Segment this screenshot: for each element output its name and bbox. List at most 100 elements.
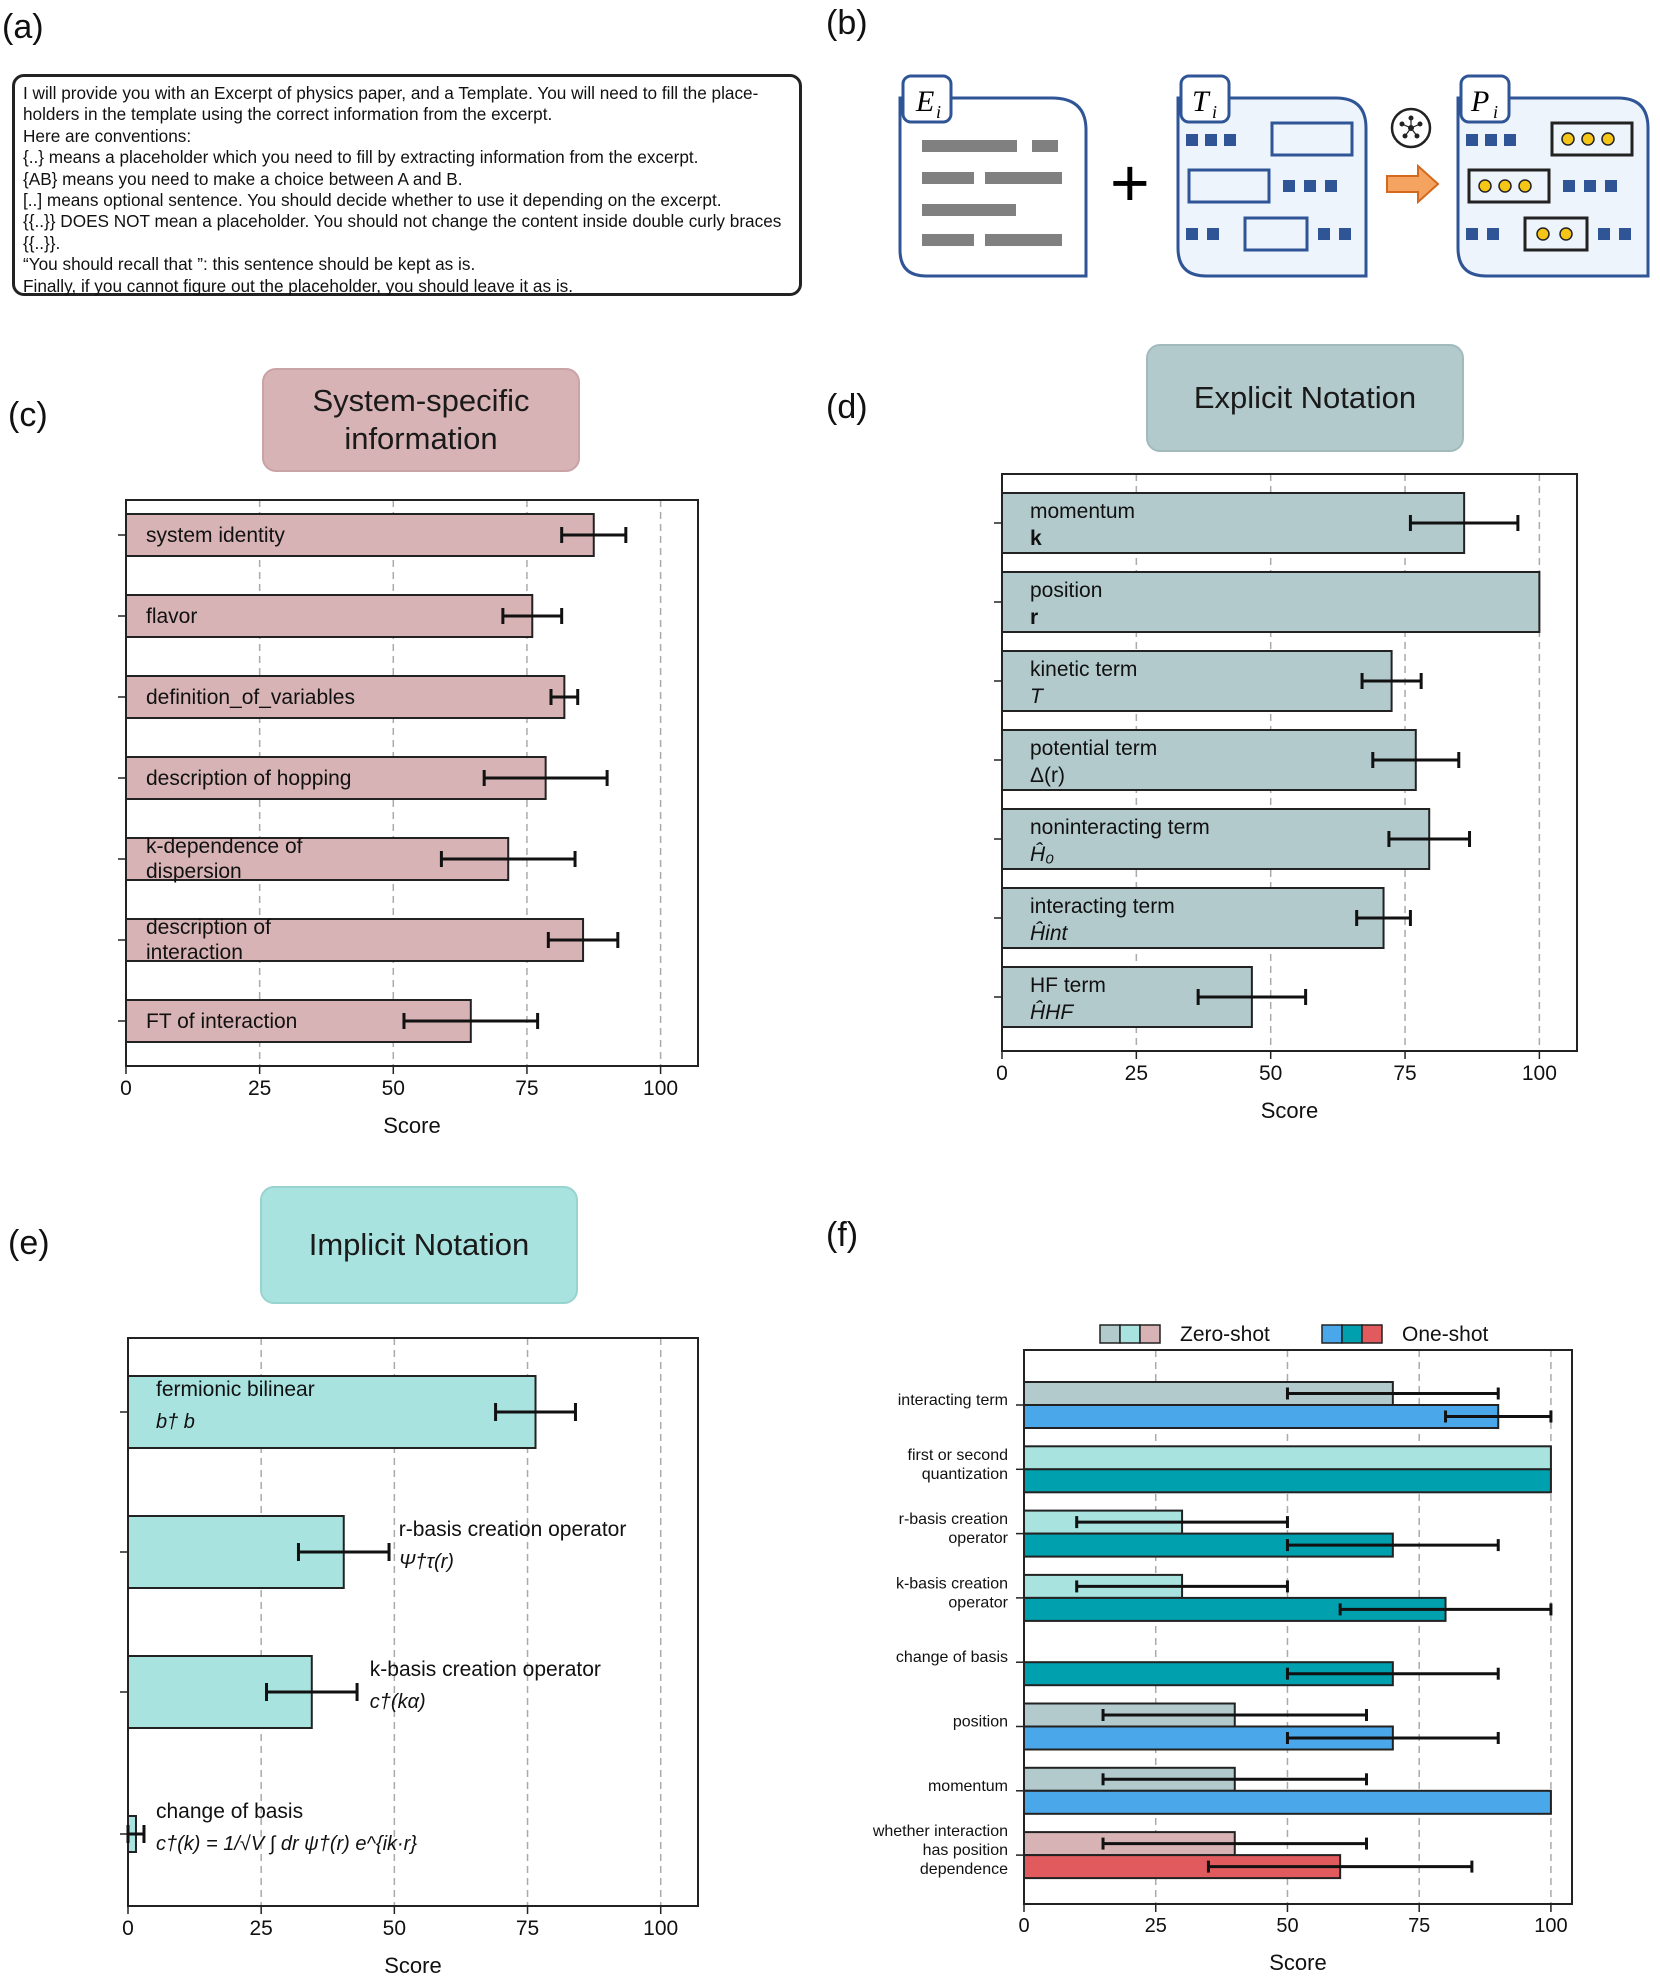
d-bar <box>1001 808 1431 870</box>
f-bar-zero-shot <box>1023 1766 1236 1792</box>
f-bar-one-shot <box>1023 1725 1394 1751</box>
f-x-axis-label: Score <box>1269 1950 1326 1975</box>
prompt-line: {{..}}. <box>23 232 61 253</box>
f-bar-zero-shot <box>1023 1573 1184 1599</box>
panel-label-c: (c) <box>8 396 48 434</box>
f-legend-swatch <box>1361 1324 1383 1344</box>
c-bar-label: description of <box>146 916 271 939</box>
badge-explicit-notation-text: Explicit Notation <box>1193 380 1417 415</box>
panel-label-e: (e) <box>8 1224 50 1262</box>
c-bar-label: system identity <box>146 524 285 547</box>
e-bar-symbol: c†(k) = 1/√V ∫ dr ψ†(r) e^{ik·r} <box>156 1833 417 1855</box>
c-x-tick-label: 25 <box>248 1077 271 1100</box>
f-bar-zero-shot <box>1023 1831 1236 1857</box>
prompt-document-icon: P i <box>1456 74 1650 278</box>
e-bar-symbol: b† b <box>156 1411 195 1433</box>
e-x-tick-label: 25 <box>249 1917 272 1940</box>
prompt-line: {{..}} DOES NOT mean a placeholder. You … <box>23 211 782 232</box>
d-bar-label: position <box>1030 579 1102 602</box>
d-bar-label: potential term <box>1030 737 1157 760</box>
badge-implicit-notation: Implicit Notation <box>260 1186 578 1304</box>
c-bar <box>125 513 595 557</box>
f-bar-one-shot <box>1023 1404 1500 1429</box>
d-bar-label: kinetic term <box>1030 658 1137 681</box>
f-category-label: r-basis creation <box>899 1511 1008 1528</box>
d-bar <box>1001 887 1385 949</box>
d-bar-label: HF term <box>1030 974 1106 997</box>
e-bar-symbol: Ψ†τ(r) <box>399 1551 454 1573</box>
prompt-line: Here are conventions: <box>23 125 192 146</box>
prompt-label: P <box>1470 85 1489 118</box>
c-bar-label: FT of interaction <box>146 1010 297 1033</box>
f-category-label: operator <box>948 1530 1008 1547</box>
d-bar <box>1001 650 1393 712</box>
template-subscript: i <box>1212 102 1217 122</box>
f-legend-swatch <box>1321 1324 1343 1344</box>
d-bar <box>1001 729 1417 791</box>
e-x-tick-label: 50 <box>383 1917 406 1940</box>
f-legend-swatch <box>1139 1324 1161 1344</box>
prompt-line: {..} means a placeholder which you need … <box>23 147 699 168</box>
f-category-label: interacting term <box>898 1392 1008 1409</box>
f-legend-swatch <box>1119 1324 1141 1344</box>
d-bar-symbol: Ĥ₀ <box>1030 843 1054 866</box>
e-x-tick-label: 75 <box>516 1917 539 1940</box>
prompt-line: holders in the template using the correc… <box>23 104 553 125</box>
panel-label-a: (a) <box>2 8 44 46</box>
f-category-label: change of basis <box>896 1649 1008 1666</box>
c-plot-frame <box>125 499 699 1067</box>
f-category-label: first or second <box>908 1447 1008 1464</box>
f-bar-one-shot <box>1023 1596 1447 1622</box>
d-bar-symbol: Δ(r) <box>1030 764 1065 787</box>
f-bar-one-shot <box>1023 1854 1342 1880</box>
c-bar <box>125 756 547 800</box>
e-x-tick-label: 0 <box>122 1917 134 1940</box>
f-category-label: k-basis creation <box>896 1575 1008 1592</box>
d-x-tick-label: 100 <box>1522 1062 1557 1085</box>
template-document-icon: T i <box>1176 74 1368 278</box>
f-bar-one-shot <box>1023 1468 1552 1494</box>
prompt-line: {AB} means you need to make a choice bet… <box>23 168 463 189</box>
f-bar-zero-shot <box>1023 1509 1184 1535</box>
f-bar-zero-shot <box>1023 1381 1394 1406</box>
e-bar <box>127 1515 345 1589</box>
prompt-line: [..] means optional sentence. You should… <box>23 190 722 211</box>
prompt-line: I will provide you with an Excerpt of ph… <box>23 83 759 103</box>
d-bar <box>1001 492 1466 554</box>
c-x-tick-label: 75 <box>515 1077 538 1100</box>
excerpt-document-icon: E i <box>898 74 1088 278</box>
panel-label-b: (b) <box>826 4 868 42</box>
workflow-diagram: E i + T i P i <box>898 74 1650 278</box>
e-bar <box>127 1375 537 1449</box>
f-plot-frame <box>1023 1349 1573 1905</box>
f-bar-zero-shot <box>1023 1702 1236 1728</box>
e-bar-symbol: c†(kα) <box>370 1691 426 1713</box>
c-x-axis-label: Score <box>383 1113 440 1138</box>
f-legend-swatch <box>1099 1324 1121 1344</box>
d-bar-symbol: Ĥint <box>1030 922 1069 945</box>
e-bar-label: k-basis creation operator <box>370 1658 601 1681</box>
d-x-axis-label: Score <box>1261 1098 1318 1123</box>
prompt-line: Finally, if you cannot figure out the pl… <box>23 275 574 296</box>
f-legend-swatch <box>1341 1324 1363 1344</box>
d-bar-symbol: k <box>1030 527 1042 550</box>
f-category-label: quantization <box>922 1466 1008 1483</box>
e-bar <box>127 1815 137 1853</box>
panel-label-f: (f) <box>826 1216 859 1254</box>
d-bar-symbol: r <box>1030 606 1038 629</box>
c-bar <box>125 999 472 1043</box>
f-category-label: whether interaction <box>872 1823 1008 1840</box>
f-x-tick-label: 0 <box>1018 1915 1029 1937</box>
f-bar-one-shot <box>1023 1661 1394 1687</box>
c-bar-label: description of hopping <box>146 767 351 790</box>
e-bar-label: fermionic bilinear <box>156 1378 315 1401</box>
f-x-tick-label: 75 <box>1408 1915 1430 1937</box>
c-x-tick-label: 100 <box>643 1077 678 1100</box>
f-category-label: momentum <box>928 1778 1008 1795</box>
e-x-tick-label: 100 <box>643 1917 678 1940</box>
badge-system-specific-text: System-specific information <box>312 383 530 456</box>
d-bar <box>1001 966 1253 1028</box>
c-bar-label: flavor <box>146 605 197 628</box>
f-legend-label: Zero-shot <box>1180 1323 1270 1346</box>
d-x-tick-label: 25 <box>1125 1062 1148 1085</box>
